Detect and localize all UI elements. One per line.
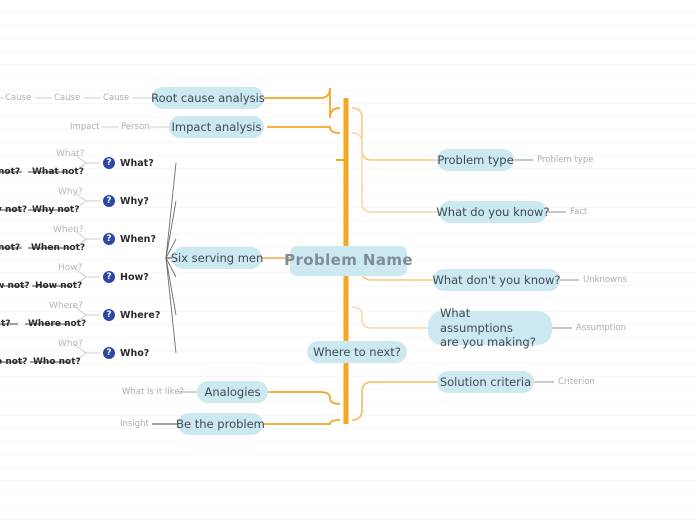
question-icon: ? <box>103 157 115 169</box>
node-be-the-problem[interactable]: Be the problem <box>176 413 265 435</box>
tag-insight: Insight <box>120 419 149 429</box>
branch-be-the-problem <box>263 419 341 425</box>
branch-problem-type <box>351 107 438 161</box>
question-row-why[interactable]: ? Why? <box>103 195 149 207</box>
tag-cause-3: Cause <box>5 93 32 103</box>
question-row-when[interactable]: ? When? <box>103 233 156 245</box>
sublabel-why-not: Why not? <box>32 205 80 215</box>
question-row-where[interactable]: ? Where? <box>103 309 160 321</box>
question-row-what[interactable]: ? What? <box>103 157 154 169</box>
sublabel-when-far: not? <box>0 243 21 253</box>
question-label-what: What? <box>120 157 154 169</box>
sublabel-where-not: Where not? <box>28 319 87 329</box>
sublabel-who-muted: Who? <box>58 339 83 349</box>
branch-root-cause <box>264 87 341 119</box>
sublabel-who-far: o not? <box>0 357 28 367</box>
sublabel-how-muted: How? <box>58 263 83 273</box>
branch-solution-criteria <box>351 381 438 421</box>
node-assumptions-text: What assumptions are you making? <box>440 306 540 350</box>
node-what-do-you-know[interactable]: What do you know? <box>436 201 550 223</box>
node-where-to-next-label: Where to next? <box>313 344 401 359</box>
tag-unknowns: Unknowns <box>583 275 627 285</box>
question-icon: ? <box>103 233 115 245</box>
node-problem-type[interactable]: Problem type <box>437 149 514 171</box>
node-assumptions-line1: What assumptions <box>440 305 513 335</box>
sublabel-what-not: What not? <box>32 167 84 177</box>
question-label-why: Why? <box>120 195 149 207</box>
branch-analogies <box>268 391 341 405</box>
tag-what-is-it-like: What is it like? <box>122 387 185 397</box>
question-icon: ? <box>103 195 115 207</box>
question-row-how[interactable]: ? How? <box>103 271 149 283</box>
tag-problem-type: Problem type <box>537 155 594 165</box>
tag-cause-1: Cause <box>103 93 130 103</box>
node-six-serving-men[interactable]: Six serving men <box>170 247 264 269</box>
sublabel-what-muted: What? <box>56 149 85 159</box>
tag-assumption: Assumption <box>576 323 627 333</box>
question-label-how: How? <box>120 271 149 283</box>
tag-fact: Fact <box>570 207 588 217</box>
node-assumptions[interactable]: What assumptions are you making? <box>428 306 552 349</box>
tag-cause-2: Cause <box>54 93 81 103</box>
branch-impact <box>267 126 341 134</box>
node-impact-analysis[interactable]: Impact analysis <box>169 116 264 138</box>
sublabel-where-far: t? <box>1 319 11 329</box>
sublabel-when-muted: When? <box>53 225 84 235</box>
central-node-label: Problem Name <box>284 251 413 270</box>
node-six-serving-men-label: Six serving men <box>170 250 264 265</box>
node-what-dont-you-know[interactable]: What don't you know? <box>432 269 561 291</box>
sublabel-where-muted: Where? <box>49 301 83 311</box>
node-impact-analysis-label: Impact analysis <box>171 119 262 134</box>
sublabel-why-muted: Why? <box>58 187 83 197</box>
central-node[interactable]: Problem Name <box>284 246 413 276</box>
node-assumptions-line2: are you making? <box>440 335 536 350</box>
tag-impact: Impact <box>70 122 100 132</box>
question-icon: ? <box>103 271 115 283</box>
sublabel-who-not: Who not? <box>33 357 81 367</box>
sublabel-how-far: w not? <box>0 281 30 291</box>
sublabel-how-not: How not? <box>35 281 83 291</box>
question-label-when: When? <box>120 233 156 245</box>
branch-what-do-you-know <box>351 132 440 213</box>
question-label-where: Where? <box>120 309 161 321</box>
node-analogies-label: Analogies <box>204 384 261 399</box>
sublabel-when-not: When not? <box>31 243 86 253</box>
question-icon: ? <box>103 309 115 321</box>
tag-person: Person <box>121 122 150 132</box>
sublabel-why-far: y not? <box>0 205 28 215</box>
question-icon: ? <box>103 347 115 359</box>
node-solution-criteria[interactable]: Solution criteria <box>437 371 534 393</box>
question-label-who: Who? <box>120 347 150 359</box>
node-be-the-problem-label: Be the problem <box>176 416 265 431</box>
tag-criterion: Criterion <box>558 377 595 387</box>
node-what-dont-you-know-label: What don't you know? <box>432 272 561 287</box>
node-problem-type-label: Problem type <box>437 152 514 167</box>
node-analogies[interactable]: Analogies <box>197 381 268 403</box>
node-what-do-you-know-label: What do you know? <box>436 204 550 219</box>
node-root-cause-analysis-label: Root cause analysis <box>151 90 265 105</box>
branch-assumptions <box>351 306 429 329</box>
node-root-cause-analysis[interactable]: Root cause analysis <box>151 87 265 109</box>
sublabel-what-far: not? <box>0 167 21 177</box>
node-where-to-next[interactable]: Where to next? <box>307 341 407 363</box>
node-solution-criteria-label: Solution criteria <box>439 374 532 389</box>
question-row-who[interactable]: ? Who? <box>103 347 149 359</box>
